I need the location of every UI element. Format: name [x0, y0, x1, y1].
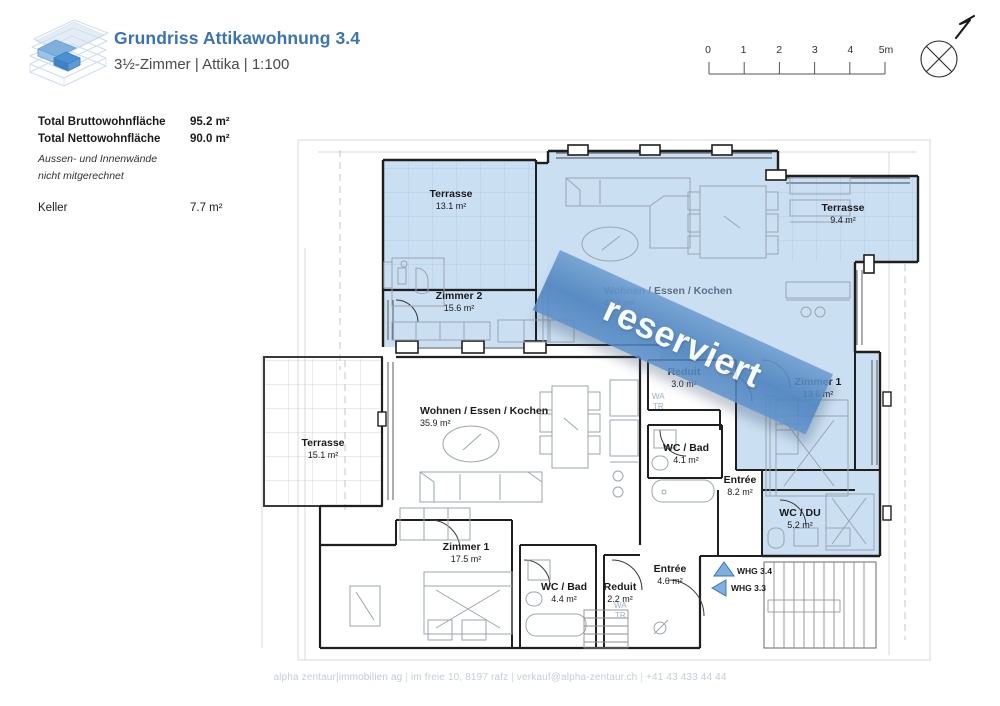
- wall-nibs: [395, 144, 875, 354]
- brutto-value: 95.2 m²: [190, 116, 230, 128]
- furniture-kitchen-attika: [785, 177, 851, 318]
- furniture-wc-du: [767, 493, 875, 551]
- footer-contact-bar: alpha zentaur|immobilien ag | im freie 1…: [0, 672, 1000, 683]
- area-note-line-2: nicht mitgerechnet: [38, 170, 124, 182]
- stat-row-netto: Total Nettowohnfläche 90.0 m²: [38, 133, 280, 150]
- keller-value: 7.7 m²: [190, 202, 223, 214]
- north-arrow-icon: [952, 14, 978, 42]
- furniture-living-attika: [565, 177, 779, 262]
- terrace-tile-grid-lower-left: [266, 359, 380, 504]
- scale-tick-0: 0: [705, 44, 711, 56]
- area-summary: Total Bruttowohnfläche 95.2 m² Total Net…: [38, 116, 280, 219]
- furniture-lower-living: [399, 379, 639, 541]
- terrace-tile-grid-top-left: [384, 161, 535, 289]
- stat-row-keller: Keller 7.7 m²: [38, 202, 280, 219]
- scale-tick-3: 3: [811, 44, 818, 56]
- scale-bar: 0 1 2 3 4 5m: [705, 44, 893, 78]
- scale-tick-5: 5m: [878, 44, 894, 56]
- footer-sep-3: |: [640, 672, 644, 683]
- footer-brand-first: alpha zentaur: [273, 672, 336, 683]
- interior-walls-lower: [395, 519, 640, 648]
- staircase-lower-left: [583, 609, 629, 649]
- netto-label: Total Nettowohnfläche: [38, 133, 161, 145]
- footer-email[interactable]: verkauf@alpha-zentaur.ch: [516, 672, 638, 683]
- stat-row-brutto: Total Bruttowohnfläche 95.2 m²: [38, 116, 280, 133]
- footer-address: im freie 10, 8197 rafz: [411, 672, 509, 683]
- lower-apartment-walls: [318, 355, 702, 650]
- footer-sep-1: |: [405, 672, 409, 683]
- area-note-line-1: Aussen- und Innenwände: [38, 153, 158, 165]
- page-subtitle: 3½-Zimmer | Attika | 1:100: [114, 55, 290, 73]
- furniture-wc-bad-lower: [525, 559, 587, 637]
- facade-frames: [377, 391, 892, 521]
- scale-tick-2: 2: [776, 44, 783, 56]
- netto-value: 90.0 m²: [190, 133, 230, 145]
- footer-brand-separator: |: [336, 672, 339, 683]
- scale-tick-1: 1: [740, 44, 747, 56]
- furniture-wc-bad-upper: [651, 429, 715, 503]
- compass-rose-icon: [918, 38, 960, 80]
- footer-sep-2: |: [511, 672, 514, 683]
- staircase: [763, 561, 877, 649]
- keller-label: Keller: [38, 202, 68, 214]
- whg-3-4-arrow-icon: [713, 561, 735, 577]
- furniture-zimmer-1-lower: [349, 571, 513, 641]
- company-logo-icon: [24, 14, 112, 92]
- header-titles: Grundriss Attikawohnung 3.4 3½-Zimmer | …: [114, 28, 360, 75]
- scale-tick-labels: 0 1 2 3 4 5m: [705, 44, 893, 58]
- brutto-label: Total Bruttowohnfläche: [38, 116, 166, 128]
- footer-phone: +41 43 433 44 44: [646, 672, 727, 683]
- whg-3-3-arrow-icon: [710, 579, 727, 597]
- scale-tick-4: 4: [847, 44, 854, 56]
- page-title: Grundriss Attikawohnung 3.4: [114, 28, 361, 48]
- scale-axis: [708, 62, 886, 75]
- footer-brand-second: immobilien ag: [338, 672, 403, 683]
- furniture-entree-lower: [653, 619, 669, 635]
- terrace-tile-grid-top-right: [779, 177, 917, 261]
